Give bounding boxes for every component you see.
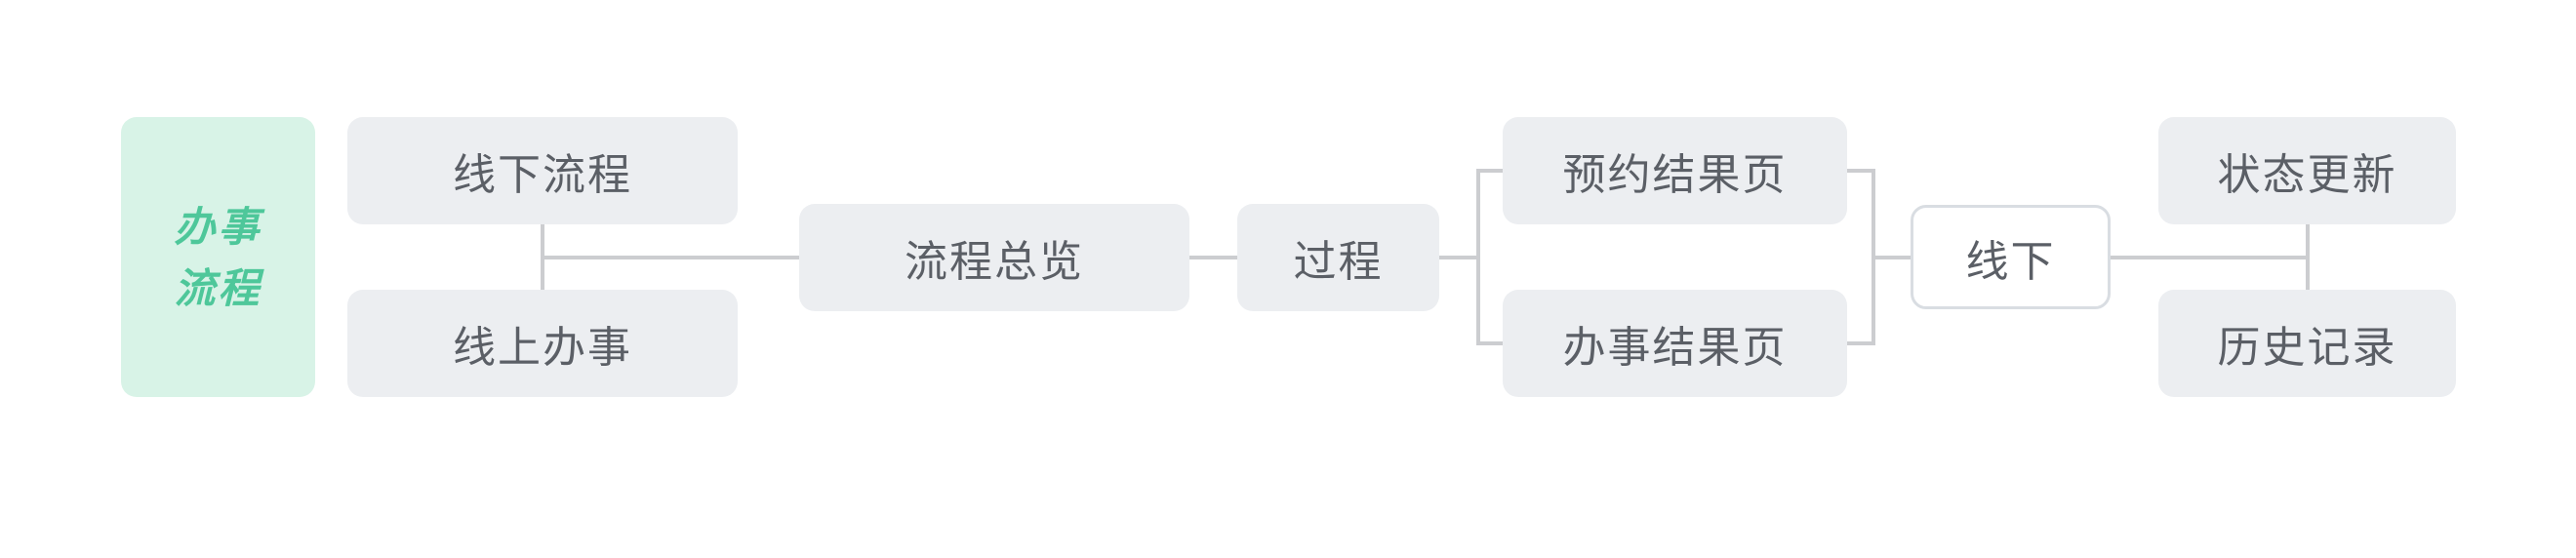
- node-label: 状态更新: [2217, 151, 2397, 199]
- node-label: 预约结果页: [1562, 151, 1788, 199]
- node-label: 线下: [1965, 237, 2056, 286]
- connector-offline-to-leaves: [2111, 256, 2308, 259]
- connector-stub-service-result-right: [1846, 341, 1873, 345]
- node-label: 线下流程: [453, 151, 632, 199]
- node-online-service[interactable]: 线上办事: [347, 290, 738, 397]
- connector-process-to-branch: [1439, 256, 1478, 259]
- connector-branch-left-vertical: [1476, 169, 1480, 345]
- node-service-result-page[interactable]: 办事结果页: [1503, 290, 1847, 397]
- node-label: 过程: [1293, 238, 1384, 286]
- node-label: 办事结果页: [1562, 324, 1788, 372]
- connector-merge-to-offline: [1872, 256, 1911, 259]
- node-label: 历史记录: [2217, 324, 2397, 372]
- node-label: 线上办事: [453, 324, 632, 372]
- node-offline-process[interactable]: 线下流程: [347, 117, 738, 224]
- connector-overview-to-process: [1189, 256, 1237, 259]
- node-status-update[interactable]: 状态更新: [2158, 117, 2456, 224]
- connector-stub-service-result-left: [1476, 341, 1503, 345]
- root-label-line2: 流程: [174, 264, 262, 311]
- node-offline[interactable]: 线下: [1911, 205, 2111, 309]
- node-label: 流程总览: [905, 238, 1084, 286]
- connector-pair-to-overview: [541, 256, 799, 259]
- connector-stub-booking-result-left: [1476, 169, 1503, 173]
- connector-stub-booking-result-right: [1846, 169, 1873, 173]
- root-label-line1: 办事: [174, 203, 262, 250]
- node-process-overview[interactable]: 流程总览: [799, 204, 1189, 311]
- node-booking-result-page[interactable]: 预约结果页: [1503, 117, 1847, 224]
- node-process[interactable]: 过程: [1237, 204, 1439, 311]
- node-root[interactable]: 办事 流程: [121, 117, 315, 397]
- node-history-record[interactable]: 历史记录: [2158, 290, 2456, 397]
- connector-leaves-vertical: [2306, 224, 2310, 290]
